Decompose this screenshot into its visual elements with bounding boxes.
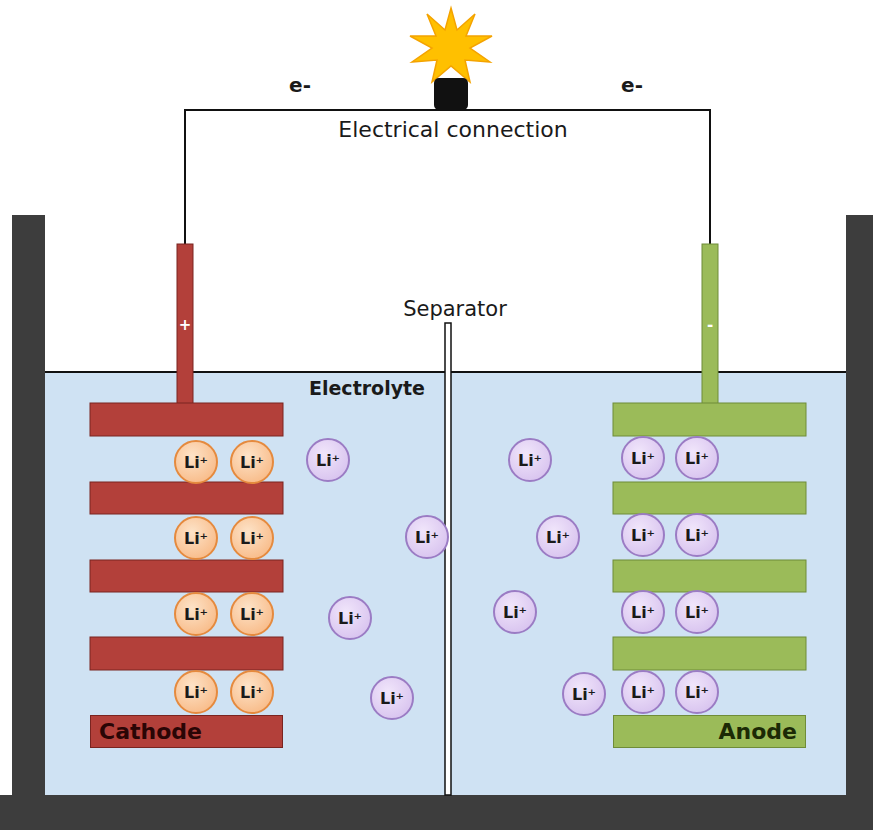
ion-label: Li⁺: [184, 683, 208, 702]
lithium-ion: Li⁺: [675, 590, 719, 634]
cathode-plate: [90, 637, 283, 670]
container-wall: [846, 215, 873, 830]
lithium-ion: Li⁺: [230, 592, 274, 636]
lithium-ion: Li⁺: [230, 670, 274, 714]
light-bulb-glow: [410, 8, 492, 82]
lithium-ion: Li⁺: [621, 590, 665, 634]
ion-label: Li⁺: [631, 683, 655, 702]
electron-label: e-: [621, 73, 643, 97]
ion-label: Li⁺: [503, 603, 527, 622]
cathode-plate: [90, 482, 283, 514]
lithium-ion: Li⁺: [405, 515, 449, 559]
ion-label: Li⁺: [685, 449, 709, 468]
lithium-ion: Li⁺: [230, 440, 274, 484]
anode-plate: [613, 560, 806, 592]
lithium-ion: Li⁺: [675, 436, 719, 480]
ion-label: Li⁺: [240, 605, 264, 624]
electrode-label: Cathode: [99, 719, 202, 744]
cathode-plate: [90, 403, 283, 436]
anode-plate: [613, 637, 806, 670]
cathode-plate: Cathode: [90, 715, 283, 748]
ion-label: Li⁺: [631, 449, 655, 468]
ion-label: Li⁺: [240, 529, 264, 548]
lithium-ion: Li⁺: [562, 672, 606, 716]
electron-label: e-: [289, 73, 311, 97]
wire-label: Electrical connection: [338, 117, 567, 142]
ion-label: Li⁺: [685, 603, 709, 622]
ion-label: Li⁺: [685, 526, 709, 545]
polarity-sign: +: [179, 316, 192, 334]
ion-label: Li⁺: [518, 451, 542, 470]
anode-terminal: [702, 244, 718, 404]
lithium-ion: Li⁺: [306, 438, 350, 482]
lithium-ion: Li⁺: [328, 596, 372, 640]
ion-label: Li⁺: [240, 453, 264, 472]
separator-label: Separator: [403, 297, 507, 321]
electrolyte-label: Electrolyte: [309, 377, 425, 399]
cathode-terminal: [177, 244, 193, 404]
container-base: [0, 795, 873, 830]
ion-label: Li⁺: [240, 683, 264, 702]
separator: [445, 323, 451, 795]
ion-label: Li⁺: [572, 685, 596, 704]
wire-label: Electrical connection: [338, 117, 567, 142]
polarity-sign: +: [179, 316, 192, 334]
electron-label: e-: [621, 73, 643, 97]
anode-plate: Anode: [613, 715, 806, 748]
ion-label: Li⁺: [415, 528, 439, 547]
ion-label: Li⁺: [380, 689, 404, 708]
ion-label: Li⁺: [184, 605, 208, 624]
lithium-ion: Li⁺: [675, 670, 719, 714]
lithium-ion: Li⁺: [536, 515, 580, 559]
anode-plate: [613, 403, 806, 436]
lithium-ion: Li⁺: [174, 440, 218, 484]
anode-plate: [613, 482, 806, 514]
polarity-sign: -: [707, 316, 713, 334]
lithium-ion: Li⁺: [621, 436, 665, 480]
lithium-ion: Li⁺: [508, 438, 552, 482]
electrolyte-label: Electrolyte: [309, 377, 425, 399]
electrode-label: Anode: [719, 719, 797, 744]
lithium-ion: Li⁺: [230, 516, 274, 560]
lithium-ion: Li⁺: [174, 592, 218, 636]
ion-label: Li⁺: [316, 451, 340, 470]
container-wall: [12, 215, 45, 830]
ion-label: Li⁺: [184, 453, 208, 472]
ion-label: Li⁺: [685, 683, 709, 702]
polarity-sign: -: [707, 316, 713, 334]
electron-label: e-: [289, 73, 311, 97]
lithium-ion: Li⁺: [675, 513, 719, 557]
lithium-ion: Li⁺: [174, 516, 218, 560]
ion-label: Li⁺: [631, 526, 655, 545]
ion-label: Li⁺: [338, 609, 362, 628]
ion-label: Li⁺: [184, 529, 208, 548]
lithium-ion: Li⁺: [621, 670, 665, 714]
lithium-ion: Li⁺: [174, 670, 218, 714]
lithium-ion: Li⁺: [621, 513, 665, 557]
lithium-ion: Li⁺: [493, 590, 537, 634]
cathode-plate: [90, 560, 283, 592]
light-bulb-base: [434, 78, 468, 110]
lithium-ion: Li⁺: [370, 676, 414, 720]
ion-label: Li⁺: [546, 528, 570, 547]
separator-label: Separator: [403, 297, 507, 321]
wire: [185, 110, 710, 244]
ion-label: Li⁺: [631, 603, 655, 622]
